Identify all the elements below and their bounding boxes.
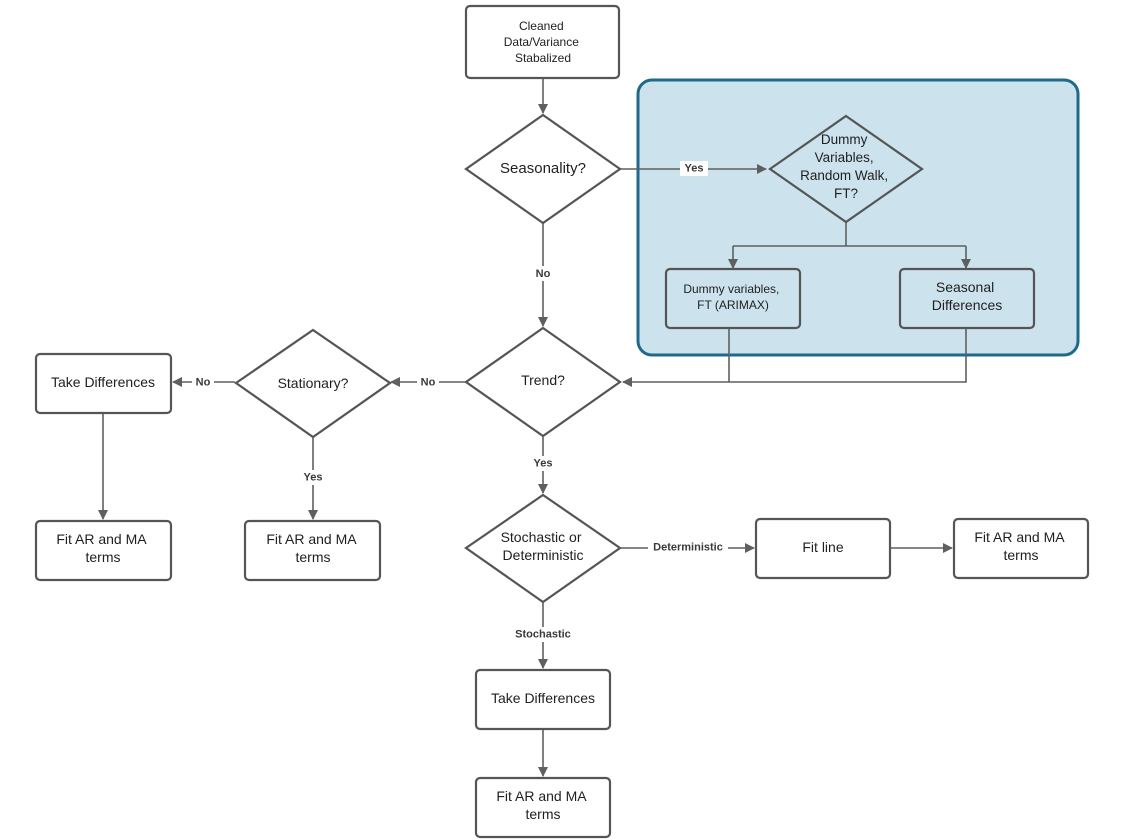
edge-label-trend-yes: Yes (529, 456, 557, 471)
stochastic-decision[interactable]: Stochastic or Deterministic (464, 493, 622, 604)
fit-line-text: Fit line (802, 539, 843, 555)
dummy-question-decision[interactable]: Dummy Variables, Random Walk, FT? (768, 114, 924, 224)
dummy-question-text: Dummy Variables, Random Walk, FT? (800, 132, 892, 201)
svg-text:Yes: Yes (534, 457, 553, 469)
svg-text:No: No (421, 376, 436, 388)
stationary-decision[interactable]: Stationary? (234, 328, 392, 439)
svg-text:No: No (196, 376, 211, 388)
take-differences-left-node[interactable]: Take Differences (34, 352, 173, 415)
stationary-text: Stationary? (278, 375, 349, 391)
svg-text:Yes: Yes (304, 471, 323, 483)
trend-text: Trend? (521, 372, 565, 388)
fit-ar-ma-mid-node[interactable]: Fit AR and MA terms (243, 519, 382, 582)
cleaned-data-node[interactable]: Cleaned Data/Variance Stabalized (464, 4, 621, 80)
fit-ar-ma-mid-text: Fit AR and MA terms (266, 531, 359, 565)
svg-text:Stochastic: Stochastic (515, 628, 571, 640)
edge-label-stationary-no: No (192, 375, 214, 390)
fit-ar-ma-bottom-node[interactable]: Fit AR and MA terms (474, 776, 612, 839)
fit-ar-ma-right-text: Fit AR and MA terms (974, 529, 1067, 563)
edge-label-stochastic: Stochastic (510, 627, 576, 642)
fit-ar-ma-right-node[interactable]: Fit AR and MA terms (952, 517, 1090, 580)
fit-ar-ma-left-node[interactable]: Fit AR and MA terms (34, 519, 173, 582)
fit-ar-ma-bottom-text: Fit AR and MA terms (496, 788, 589, 822)
dummy-variables-node[interactable]: Dummy variables, FT (ARIMAX) (664, 267, 802, 330)
fit-ar-ma-left-text: Fit AR and MA terms (56, 531, 149, 565)
svg-text:Deterministic: Deterministic (653, 541, 723, 553)
seasonal-differences-node[interactable]: Seasonal Differences (898, 267, 1036, 330)
seasonal-differences-text: Seasonal Differences (932, 279, 1003, 313)
svg-text:No: No (536, 268, 551, 280)
dummy-variables-text: Dummy variables, FT (ARIMAX) (683, 282, 782, 312)
seasonality-decision[interactable]: Seasonality? (464, 113, 622, 225)
take-differences-left-text: Take Differences (51, 374, 155, 390)
stochastic-text: Stochastic or Deterministic (501, 529, 586, 563)
fit-line-node[interactable]: Fit line (754, 517, 892, 580)
edge-label-trend-no: No (417, 375, 439, 390)
svg-text:Yes: Yes (685, 162, 704, 174)
seasonality-text: Seasonality? (500, 160, 586, 177)
take-differences-bottom-node[interactable]: Take Differences (474, 668, 612, 731)
trend-decision[interactable]: Trend? (464, 326, 622, 438)
take-differences-bottom-text: Take Differences (491, 690, 595, 706)
edge-label-seasonality-yes: Yes (680, 161, 708, 176)
edge-dummy-question-split (733, 222, 966, 247)
edge-label-deterministic: Deterministic (648, 540, 728, 555)
edge-label-stationary-yes: Yes (299, 470, 327, 485)
edge-seasonal-differences-to-trend (622, 329, 967, 387)
edge-label-seasonality-no: No (532, 266, 554, 281)
cleaned-data-text: Cleaned Data/Variance Stabalized (504, 19, 583, 65)
